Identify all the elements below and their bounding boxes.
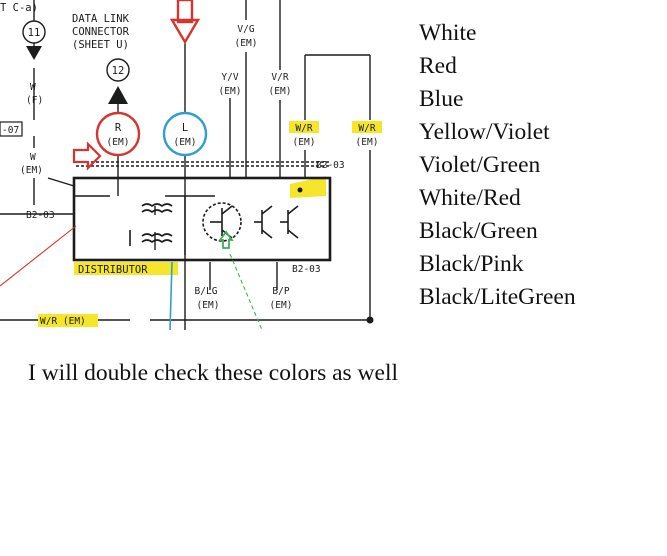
green-arrow xyxy=(218,230,234,249)
wire-w-em-1: W xyxy=(30,152,36,163)
legend-item-white-red: White/Red xyxy=(419,185,521,211)
arrow-up-12 xyxy=(108,86,128,104)
wire-yv-1: Y/V xyxy=(221,72,238,83)
highlight-terminal xyxy=(290,176,326,198)
transistor-right xyxy=(280,205,299,239)
red-arrow-left xyxy=(72,141,102,171)
connector-b2-03-left: B2-03 xyxy=(26,210,55,221)
circle-r-label-2: (EM) xyxy=(107,137,130,148)
data-link-label-3: (SHEET U) xyxy=(72,39,129,51)
circle-l-label-2: (EM) xyxy=(174,137,197,148)
connector-b2-03-top: B2-03 xyxy=(316,160,345,171)
green-wire-dashed xyxy=(229,253,263,330)
connector-b2-03-bottom: B2-03 xyxy=(292,264,321,275)
data-link-label-2: CONNECTOR xyxy=(72,26,130,38)
terminal-11: 11 xyxy=(22,20,46,44)
legend-item-white: White xyxy=(419,20,477,46)
wire-w-f-2: (F) xyxy=(26,95,43,106)
color-legend-list: White Red Blue Yellow/Violet Violet/Gree… xyxy=(419,17,576,314)
connector-07-box xyxy=(0,121,23,137)
terminal-dot xyxy=(297,187,303,193)
wire-wr-mid-2: (EM) xyxy=(293,137,316,148)
circle-l-ring xyxy=(162,111,208,157)
wire-vg-2: (EM) xyxy=(235,38,258,49)
wire-blg-1: B/LG xyxy=(195,286,218,297)
wire-bp-2: (EM) xyxy=(270,300,293,311)
red-arrow-top xyxy=(169,0,201,45)
wire-vr-1: V/R xyxy=(271,72,288,83)
transistor-left xyxy=(202,202,242,242)
data-link-label-1: DATA LINK xyxy=(72,13,130,25)
wire-w-em-2: (EM) xyxy=(20,165,43,176)
highlight-distributor xyxy=(74,262,178,275)
junction-dot xyxy=(366,316,374,324)
note-text: I will double check these colors as well xyxy=(28,360,399,386)
distributor-box xyxy=(72,176,332,262)
wire-yv-2: (EM) xyxy=(219,86,242,97)
terminal-11-label: 11 xyxy=(28,27,41,39)
wire-wr-right-1: W/R xyxy=(358,123,375,134)
highlight-wr-bottom xyxy=(38,314,98,327)
circle-l-label-1: L xyxy=(182,122,188,134)
highlight-wr-right xyxy=(352,121,382,133)
legend-item-red: Red xyxy=(419,53,457,79)
legend-item-blue: Blue xyxy=(419,86,464,112)
legend-item-black-pink: Black/Pink xyxy=(419,251,524,277)
wire-bp-1: B/P xyxy=(272,286,289,297)
terminal-12-label: 12 xyxy=(112,65,125,77)
red-wire-diagonal xyxy=(0,225,77,287)
wire-wr-bottom: W/R (EM) xyxy=(40,316,86,327)
wire-vg-1: V/G xyxy=(237,24,254,35)
wire-wr-right-2: (EM) xyxy=(356,137,379,148)
legend-item-yellow-violet: Yellow/Violet xyxy=(419,119,550,145)
highlight-wr-mid xyxy=(289,121,319,133)
transistor-middle xyxy=(254,205,273,239)
wire-vr-2: (EM) xyxy=(269,86,292,97)
arrow-down-11 xyxy=(26,46,42,60)
wire-wr-mid-1: W/R xyxy=(295,123,312,134)
distributor-label: DISTRIBUTOR xyxy=(78,264,148,276)
wire-blg-2: (EM) xyxy=(197,300,220,311)
connector-07-label: -07 xyxy=(2,125,19,136)
terminal-12: 12 xyxy=(106,58,130,82)
circle-r-label-1: R xyxy=(115,122,122,134)
legend-item-black-litegreen: Black/LiteGreen xyxy=(419,284,576,310)
corner-label: T C-a) xyxy=(0,2,38,14)
wire-w-f-1: W xyxy=(30,82,36,93)
blue-wire xyxy=(169,261,173,330)
circle-r-ring xyxy=(95,111,141,157)
wiring-diagram: 11 12 T C-a) DATA LINK CONNECTOR (SHEET … xyxy=(0,0,382,330)
legend-item-violet-green: Violet/Green xyxy=(419,152,541,178)
legend-item-black-green: Black/Green xyxy=(419,218,538,244)
